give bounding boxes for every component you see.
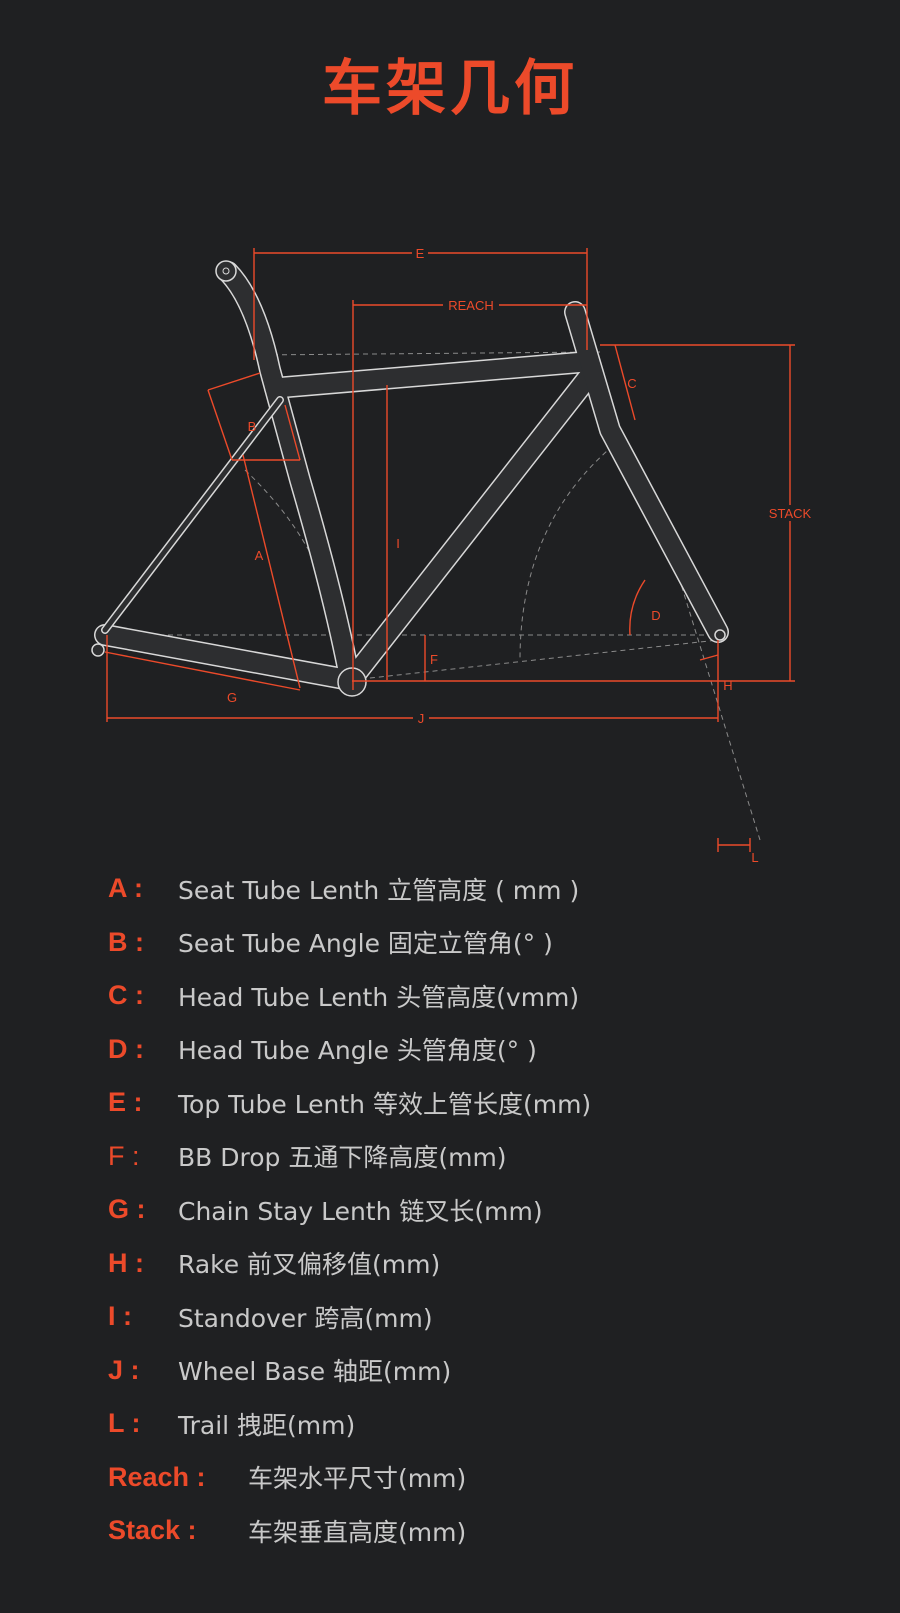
legend-key: I :: [108, 1301, 132, 1332]
label-j: J: [418, 711, 425, 726]
legend-item: Stack : 车架垂直高度(mm): [108, 1504, 591, 1558]
label-f: F: [430, 652, 438, 667]
seatpost-clamp-icon: [215, 260, 237, 282]
label-g: G: [227, 690, 237, 705]
legend-item: H : Rake 前叉偏移值(mm): [108, 1237, 591, 1291]
label-a: A: [255, 548, 264, 563]
legend-item: G : Chain Stay Lenth 链叉长(mm): [108, 1183, 591, 1237]
page-title: 车架几何: [322, 54, 578, 124]
bicycle-frame: [91, 260, 729, 697]
legend-text: Rake 前叉偏移值(mm): [178, 1250, 441, 1280]
dashed-guides: [105, 351, 761, 841]
legend-key: J :: [108, 1354, 140, 1385]
legend-text: BB Drop 五通下降高度(mm): [178, 1143, 507, 1173]
legend-item: D : Head Tube Angle 头管角度(° ): [108, 1023, 591, 1077]
legend-key: E :: [108, 1087, 143, 1118]
legend-text: Seat Tube Angle 固定立管角(° ): [178, 929, 553, 959]
legend-text: Top Tube Lenth 等效上管长度(mm): [178, 1089, 592, 1119]
legend-item: F : BB Drop 五通下降高度(mm): [108, 1130, 591, 1184]
label-e: E: [416, 246, 425, 261]
label-stack: STACK: [769, 506, 812, 521]
legend-item: I : Standover 跨高(mm): [108, 1290, 591, 1344]
legend-text: 车架水平尺寸(mm): [248, 1464, 467, 1494]
geometry-legend: A : Seat Tube Lenth 立管高度 ( mm ) B : Seat T…: [108, 862, 591, 1558]
legend-item: B : Seat Tube Angle 固定立管角(° ): [108, 916, 591, 970]
label-l: L: [751, 850, 758, 865]
label-i: I: [396, 536, 400, 551]
bottom-bracket-icon: [337, 667, 367, 697]
legend-key: L :: [108, 1408, 141, 1439]
legend-key: F :: [108, 1140, 140, 1171]
legend-item: A : Seat Tube Lenth 立管高度 ( mm ): [108, 862, 591, 916]
label-c: C: [627, 376, 636, 391]
legend-key: G :: [108, 1194, 146, 1225]
legend-text: 车架垂直高度(mm): [248, 1517, 467, 1547]
legend-item: J : Wheel Base 轴距(mm): [108, 1344, 591, 1398]
legend-key: D :: [108, 1033, 144, 1064]
legend-text: Trail 拽距(mm): [178, 1410, 356, 1440]
legend-text: Head Tube Lenth 头管高度(vmm): [178, 982, 580, 1012]
label-d: D: [651, 608, 660, 623]
legend-text: Seat Tube Lenth 立管高度 ( mm ): [178, 875, 580, 905]
legend-item: C : Head Tube Lenth 头管高度(vmm): [108, 969, 591, 1023]
legend-key: Stack :: [108, 1515, 197, 1546]
legend-text: Head Tube Angle 头管角度(° ): [178, 1036, 537, 1066]
label-b: B: [248, 419, 257, 434]
legend-key: C :: [108, 980, 144, 1011]
legend-key: H :: [108, 1247, 144, 1278]
label-h: H: [723, 678, 732, 693]
legend-item: L : Trail 拽距(mm): [108, 1397, 591, 1451]
legend-key: Reach :: [108, 1461, 206, 1492]
legend-text: Chain Stay Lenth 链叉长(mm): [178, 1196, 543, 1226]
legend-text: Wheel Base 轴距(mm): [178, 1357, 452, 1387]
legend-item: Reach : 车架水平尺寸(mm): [108, 1451, 591, 1505]
legend-key: A :: [108, 873, 143, 904]
legend-item: E : Top Tube Lenth 等效上管长度(mm): [108, 1076, 591, 1130]
legend-key: B :: [108, 926, 144, 957]
frame-geometry-diagram: E REACH STACK B C A I D F G H J L: [91, 246, 812, 865]
legend-text: Standover 跨高(mm): [178, 1303, 433, 1333]
label-reach: REACH: [448, 298, 494, 313]
